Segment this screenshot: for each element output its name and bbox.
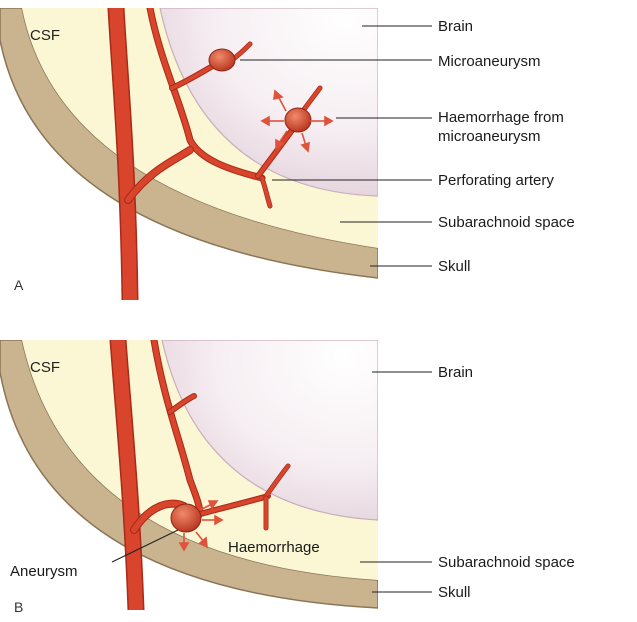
label-haemorrhage-line2-a: microaneurysm [438, 128, 541, 145]
csf-label-b: CSF [30, 359, 60, 376]
ruptured-microaneurysm-a [285, 108, 311, 132]
label-brain-a: Brain [438, 18, 473, 35]
panel-a: CSF A Brain Microaneurysm Haemorrhage fr… [0, 8, 575, 300]
panel-b: CSF B Brain Haemorrhage Aneurysm Subarac… [0, 340, 575, 615]
aneurysm-bulb-b [171, 504, 201, 532]
panel-letter-a: A [14, 277, 24, 293]
label-skull-a: Skull [438, 258, 471, 275]
panel-letter-b: B [14, 599, 23, 615]
label-haemorrhage-line1-a: Haemorrhage from [438, 109, 564, 126]
csf-label-a: CSF [30, 27, 60, 44]
label-microaneurysm-a: Microaneurysm [438, 53, 541, 70]
label-perforating-artery-a: Perforating artery [438, 172, 554, 189]
label-brain-b: Brain [438, 364, 473, 381]
label-skull-b: Skull [438, 584, 471, 601]
microaneurysm-bulb-a [209, 49, 235, 71]
label-haemorrhage-b: Haemorrhage [228, 539, 320, 556]
label-subarachnoid-a: Subarachnoid space [438, 214, 575, 231]
label-subarachnoid-b: Subarachnoid space [438, 554, 575, 571]
label-aneurysm-b: Aneurysm [10, 563, 78, 580]
